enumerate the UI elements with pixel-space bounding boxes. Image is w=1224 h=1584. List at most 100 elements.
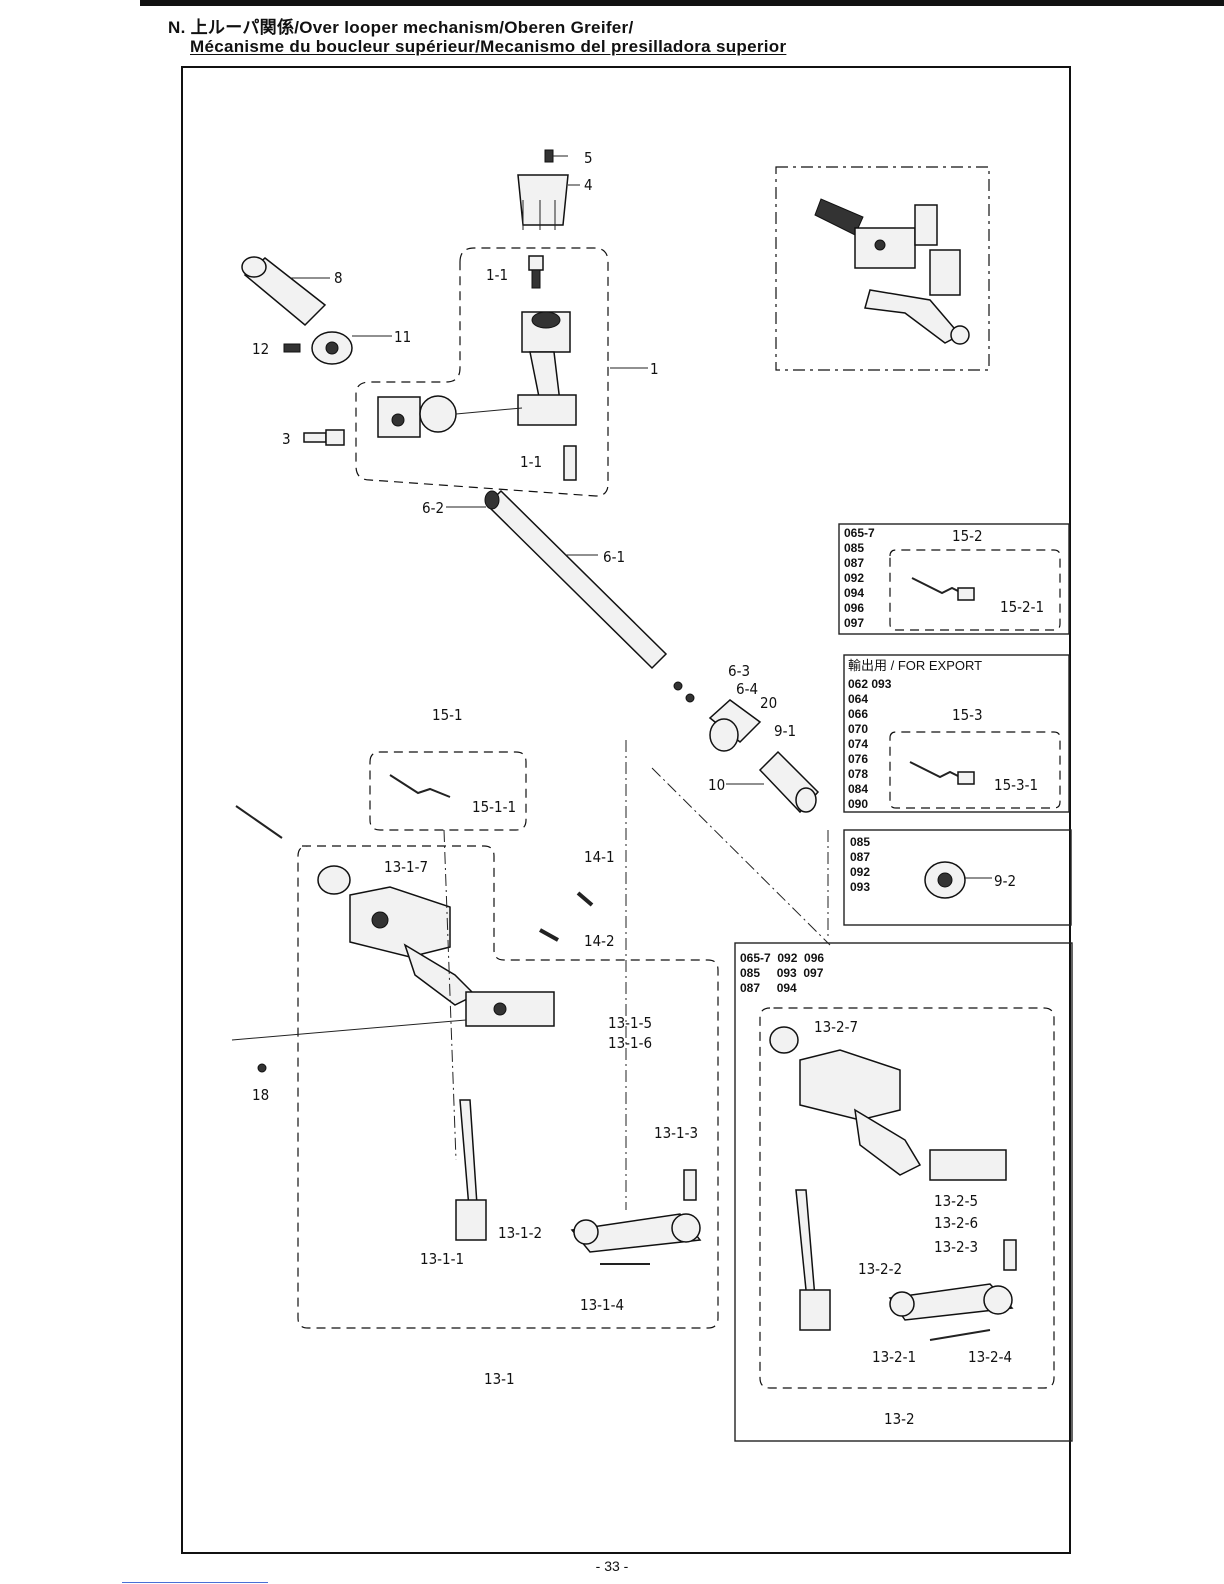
box-15-3-model-0: 062 093 <box>848 677 892 691</box>
label-13-2-7: 13-2-7 <box>814 1018 858 1036</box>
part-6-3-6-4-pins <box>673 681 695 703</box>
box-15-2-model-5: 096 <box>844 601 864 615</box>
part-20-collar <box>708 699 762 752</box>
box-13-2-models-2: 087 094 <box>740 981 797 995</box>
assembly-1-outline <box>355 247 609 497</box>
part-14-screws <box>539 891 594 942</box>
label-15-3-1: 15-3-1 <box>994 776 1038 794</box>
label-13-2: 13-2 <box>884 1410 915 1428</box>
label-13-1-4: 13-1-4 <box>580 1296 624 1314</box>
label-15-2: 15-2 <box>952 527 983 545</box>
box-15-3-model-2: 066 <box>848 707 868 721</box>
box-9-2-model-0: 085 <box>850 835 870 849</box>
box-15-2 <box>838 523 1070 635</box>
part-3-screw <box>303 429 345 446</box>
box-15-3-model-4: 074 <box>848 737 868 751</box>
title-line-1: N. 上ルーパ関係/Over looper mechanism/Oberen G… <box>168 18 634 37</box>
box-15-3-model-3: 070 <box>848 722 868 736</box>
label-13-1-2: 13-1-2 <box>498 1224 542 1242</box>
top-rule <box>140 0 1224 6</box>
box-15-2-model-6: 097 <box>844 616 864 630</box>
label-6-2: 6-2 <box>422 499 444 517</box>
label-8: 8 <box>334 269 343 287</box>
part-5-screw <box>544 149 568 163</box>
label-1-1-top: 1-1 <box>486 266 508 284</box>
label-13-1-3: 13-1-3 <box>654 1124 698 1142</box>
label-9-1: 9-1 <box>774 722 796 740</box>
part-1-1-screw-top <box>528 255 544 289</box>
page-number: - 33 - <box>595 1558 629 1574</box>
part-11-collar <box>311 331 392 365</box>
label-13-1-7: 13-1-7 <box>384 858 428 876</box>
part-18-pin <box>257 1063 267 1073</box>
box-15-2-model-3: 092 <box>844 571 864 585</box>
label-15-3: 15-3 <box>952 706 983 724</box>
label-9-2: 9-2 <box>994 872 1016 890</box>
label-18: 18 <box>252 1086 269 1104</box>
label-15-2-1: 15-2-1 <box>1000 598 1044 616</box>
part-12-screw <box>283 343 301 353</box>
box-13-2-models-1: 085 093 097 <box>740 966 824 980</box>
box-15-2-model-4: 094 <box>844 586 864 600</box>
label-3: 3 <box>282 430 291 448</box>
label-14-2: 14-2 <box>584 932 615 950</box>
label-13-1-5: 13-1-5 <box>608 1014 652 1032</box>
label-20: 20 <box>760 694 777 712</box>
box-9-2-model-2: 092 <box>850 865 870 879</box>
diagram-frame <box>181 66 1071 1554</box>
box-9-2-model-3: 093 <box>850 880 870 894</box>
label-1: 1 <box>650 360 659 378</box>
label-6-3: 6-3 <box>728 662 750 680</box>
box-9-2 <box>843 829 1072 926</box>
box-15-2-model-1: 085 <box>844 541 864 555</box>
box-15-3-model-1: 064 <box>848 692 868 706</box>
box-15-2-model-0: 065-7 <box>844 526 875 540</box>
part-10-sleeve <box>726 750 820 814</box>
box-15-3-title: 輸出用 / FOR EXPORT <box>848 658 982 673</box>
label-13-2-6: 13-2-6 <box>934 1214 978 1232</box>
assembly-15-1-outline <box>369 751 527 831</box>
part-15-1-spring <box>389 774 451 798</box>
label-5: 5 <box>584 149 593 167</box>
part-13-1-arm <box>570 1169 702 1265</box>
label-15-1: 15-1 <box>432 706 463 724</box>
label-4: 4 <box>584 176 593 194</box>
label-14-1: 14-1 <box>584 848 615 866</box>
part-13-1-shaft <box>455 1099 487 1241</box>
part-6-1-shaft <box>446 489 668 670</box>
part-1-looper-arm <box>517 311 577 426</box>
box-15-3-model-8: 090 <box>848 797 868 811</box>
box-9-2-model-1: 087 <box>850 850 870 864</box>
ball-joint <box>377 395 523 438</box>
box-15-3 <box>843 654 1070 813</box>
label-13-2-1: 13-2-1 <box>872 1348 916 1366</box>
label-6-1: 6-1 <box>603 548 625 566</box>
label-13-1-1: 13-1-1 <box>420 1250 464 1268</box>
label-15-1-1: 15-1-1 <box>472 798 516 816</box>
label-13-2-4: 13-2-4 <box>968 1348 1012 1366</box>
box-15-3-model-7: 084 <box>848 782 868 796</box>
assembly-photo <box>775 166 990 371</box>
part-13-1-body <box>317 865 555 1027</box>
bottom-rule <box>122 1582 268 1583</box>
label-10: 10 <box>708 776 725 794</box>
box-15-3-model-6: 078 <box>848 767 868 781</box>
box-15-2-model-2: 087 <box>844 556 864 570</box>
label-11: 11 <box>394 328 411 346</box>
loose-spring <box>235 805 283 839</box>
label-13-1: 13-1 <box>484 1370 515 1388</box>
box-13-2 <box>734 942 1073 1442</box>
part-1-1-screw-bottom <box>563 445 577 481</box>
assembly-13-1-outline <box>297 845 719 1329</box>
label-1-1-bottom: 1-1 <box>520 453 542 471</box>
page-title: N. 上ルーパ関係/Over looper mechanism/Oberen G… <box>168 18 786 56</box>
label-13-1-6: 13-1-6 <box>608 1034 652 1052</box>
part-4-guide <box>517 174 580 230</box>
label-6-4: 6-4 <box>736 680 758 698</box>
label-13-2-3: 13-2-3 <box>934 1238 978 1256</box>
box-13-2-models-0: 065-7 092 096 <box>740 951 824 965</box>
box-15-3-model-5: 076 <box>848 752 868 766</box>
title-line-2: Mécanisme du boucleur supérieur/Mecanism… <box>190 37 787 56</box>
part-8-sleeve <box>241 256 330 327</box>
